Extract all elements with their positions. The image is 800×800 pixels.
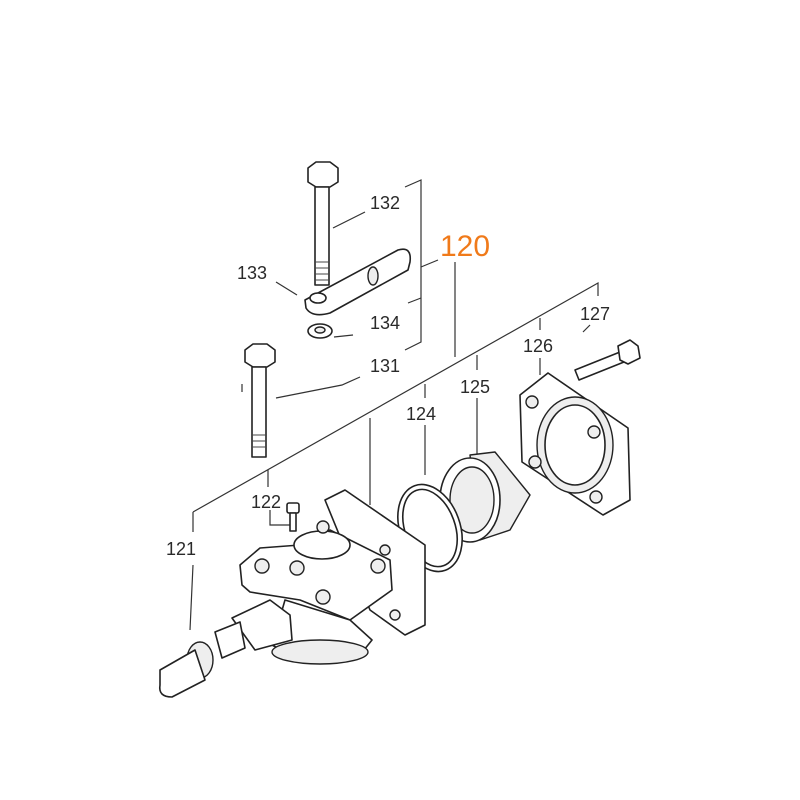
part-126-flange[interactable] [519, 372, 631, 516]
assembly-label-120: 120 [440, 230, 490, 263]
part-121-fitting[interactable] [158, 599, 293, 698]
label-132[interactable]: 132 [370, 193, 400, 213]
part-132-bolt[interactable] [307, 161, 339, 286]
label-133[interactable]: 133 [237, 263, 267, 283]
label-124[interactable]: 124 [406, 404, 436, 424]
label-126[interactable]: 126 [523, 336, 553, 356]
part-122-screw[interactable] [286, 502, 300, 532]
leader-lines [189, 179, 599, 631]
part-134-washer[interactable] [307, 323, 333, 339]
part-labels: 120 121 122 124 125 126 127 131 132 133 … [166, 193, 610, 559]
part-131-bolt[interactable] [244, 343, 276, 458]
part-127-bolt[interactable] [574, 339, 641, 381]
label-125[interactable]: 125 [460, 377, 490, 397]
label-134[interactable]: 134 [370, 313, 400, 333]
label-122[interactable]: 122 [251, 492, 281, 512]
label-121[interactable]: 121 [166, 539, 196, 559]
label-131[interactable]: 131 [370, 356, 400, 376]
label-127[interactable]: 127 [580, 304, 610, 324]
pump-housing[interactable] [239, 489, 426, 665]
part-133-bracket[interactable] [304, 248, 412, 316]
